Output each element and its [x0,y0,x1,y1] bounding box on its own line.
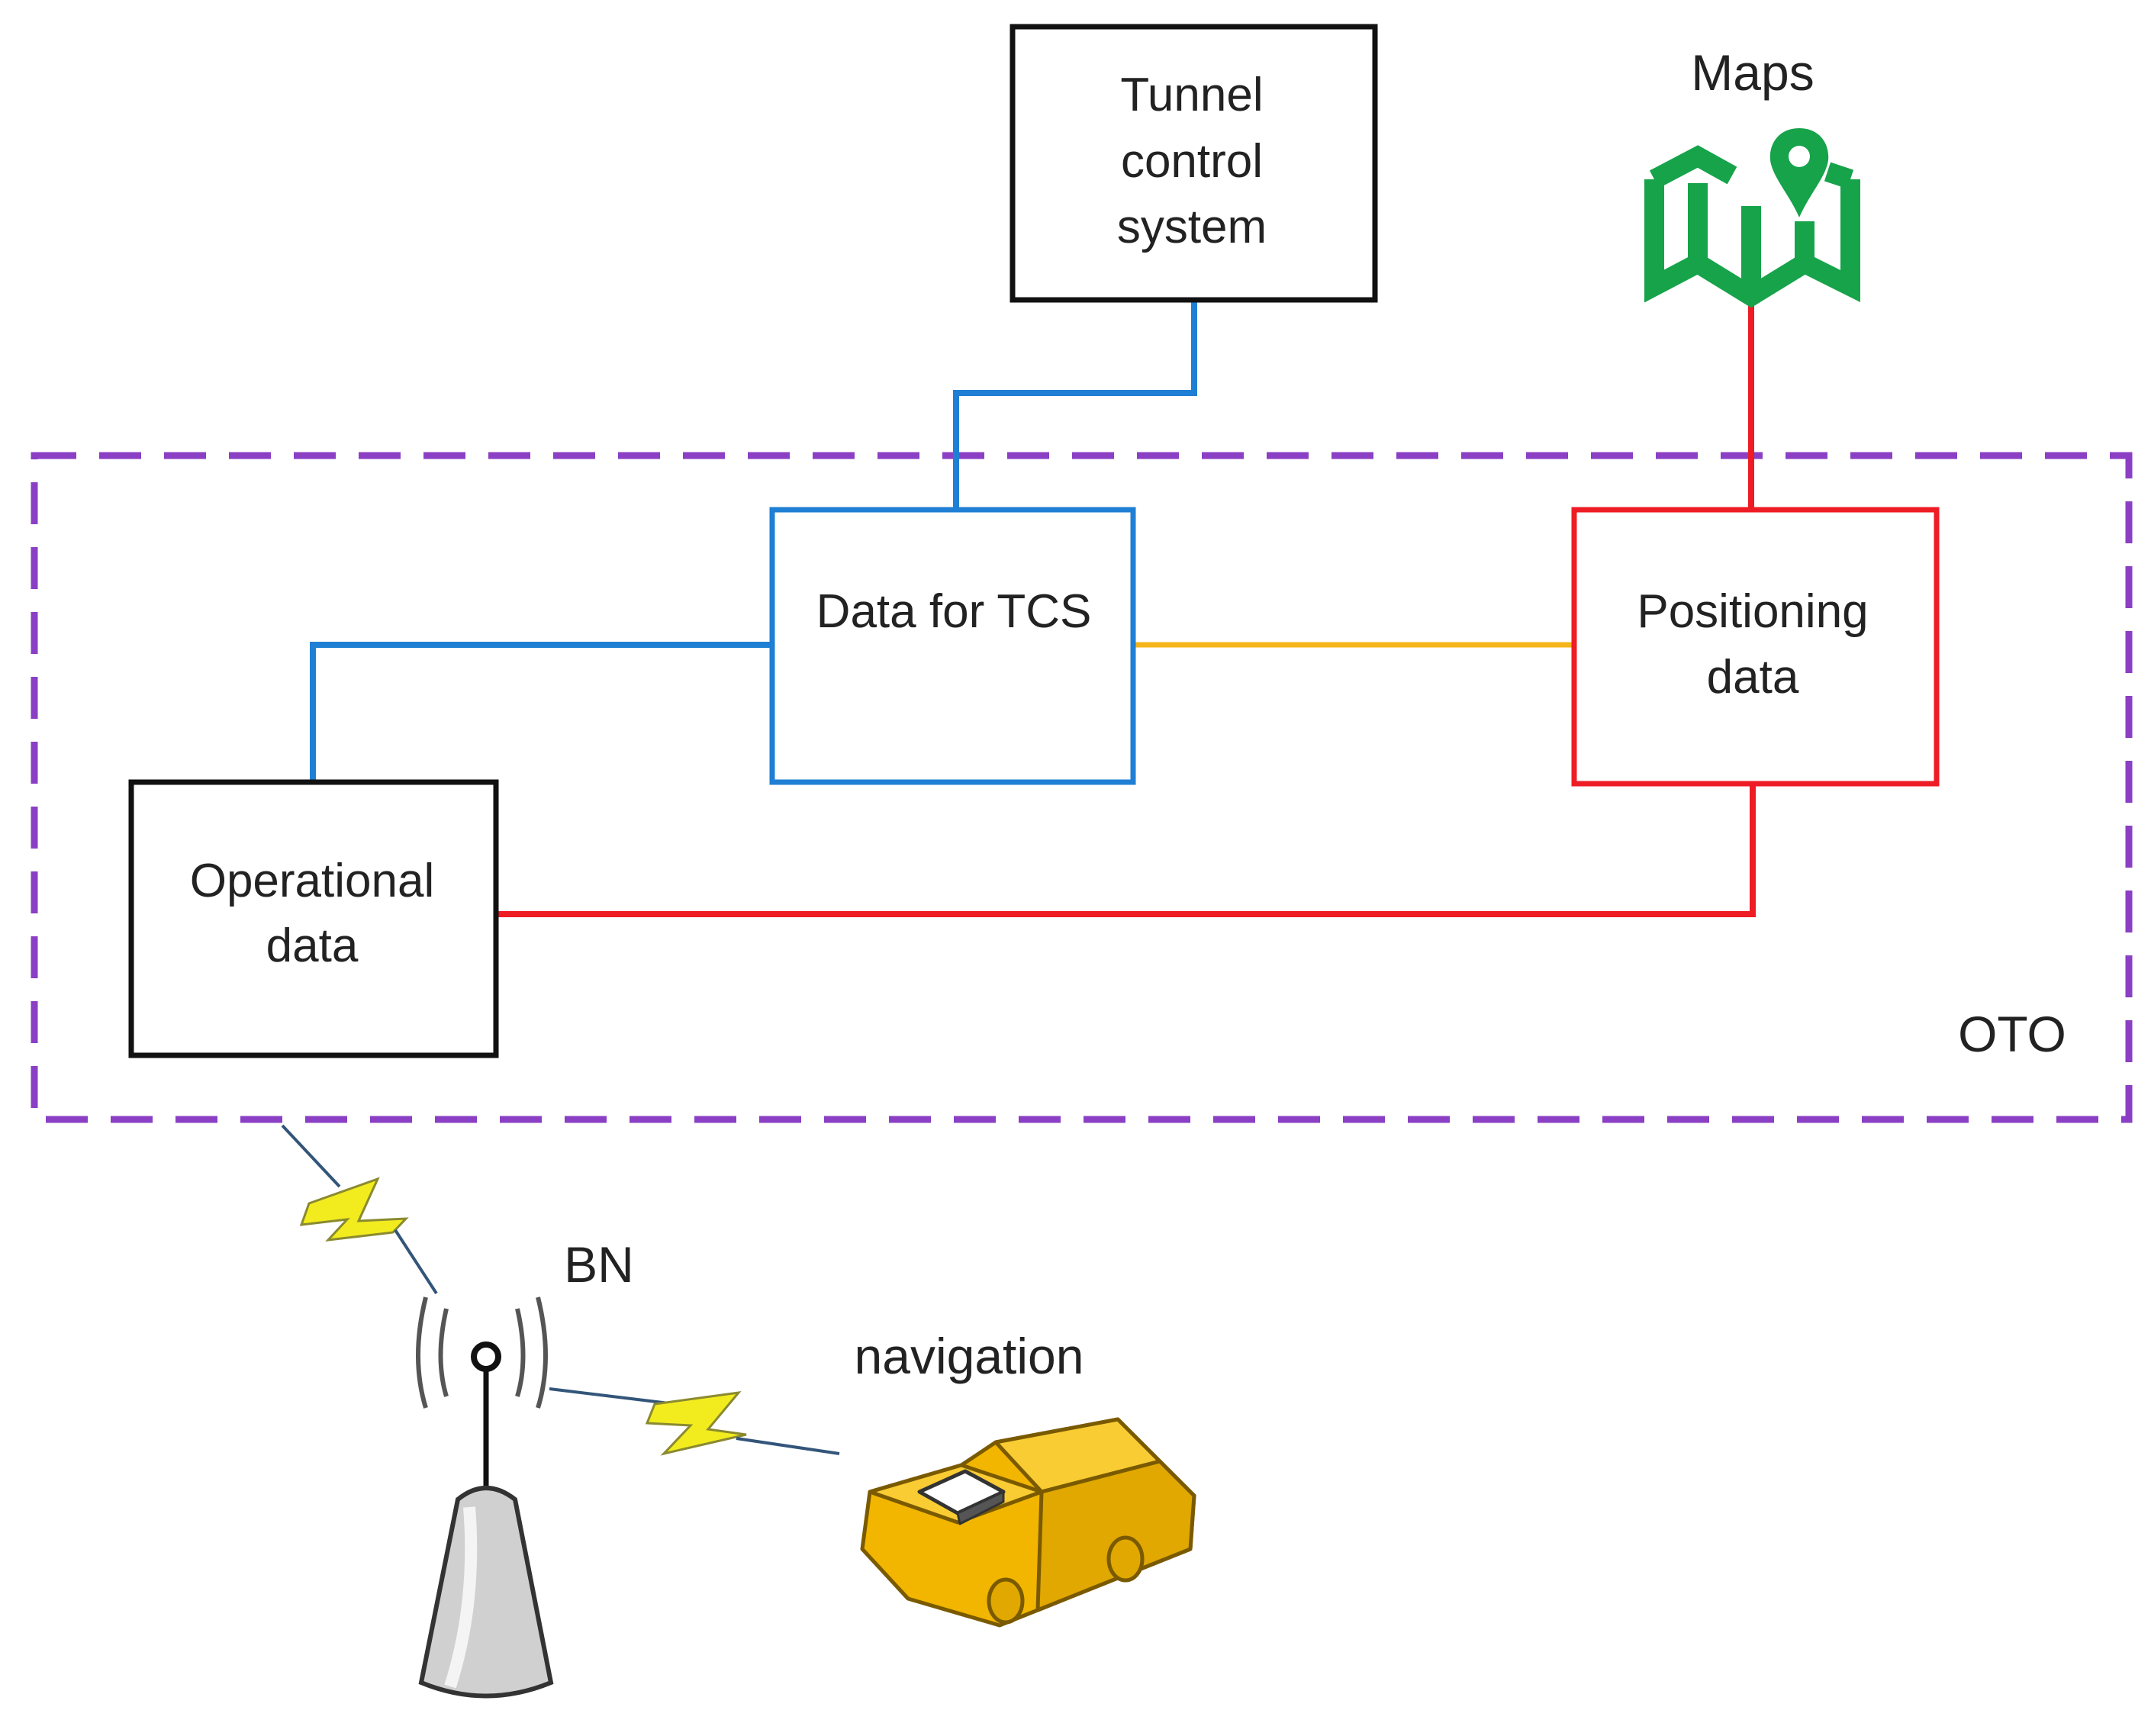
car-icon [860,1417,1196,1628]
maps-label: Maps [1691,44,1814,101]
oto-label: OTO [1958,1006,2066,1062]
oto-region [31,452,2133,1123]
operational-data-box: Operational data [128,779,499,1058]
bn-label: BN [564,1236,634,1293]
tunnel-control-line-1: Tunnel [1120,69,1263,121]
positioning-line-2: data [1707,651,1799,704]
map-pin-icon [1644,145,1860,308]
location-pin-icon [1769,128,1829,217]
antenna-tower-icon [416,1296,554,1699]
tunnel-control-system-box: Tunnel control system [1009,24,1378,303]
connector-positioning-to-operational [496,784,1756,917]
operational-line-1: Operational [190,855,435,907]
tunnel-control-line-3: system [1117,201,1267,253]
tunnel-control-line-2: control [1121,135,1263,188]
operational-line-2: data [266,920,359,972]
lightning-bolt-icon [281,1124,438,1295]
positioning-data-box: Positioning data [1571,507,1940,787]
navigation-label: navigation [855,1328,1084,1384]
lightning-bolt-icon-2 [549,1387,840,1456]
data-for-tcs-label: Data for TCS [816,585,1092,638]
data-for-tcs-box: Data for TCS [769,507,1136,785]
connector-datatcs-to-operational [310,642,772,782]
positioning-line-1: Positioning [1637,585,1868,638]
connector-tcs-to-datatcs [953,298,1197,510]
